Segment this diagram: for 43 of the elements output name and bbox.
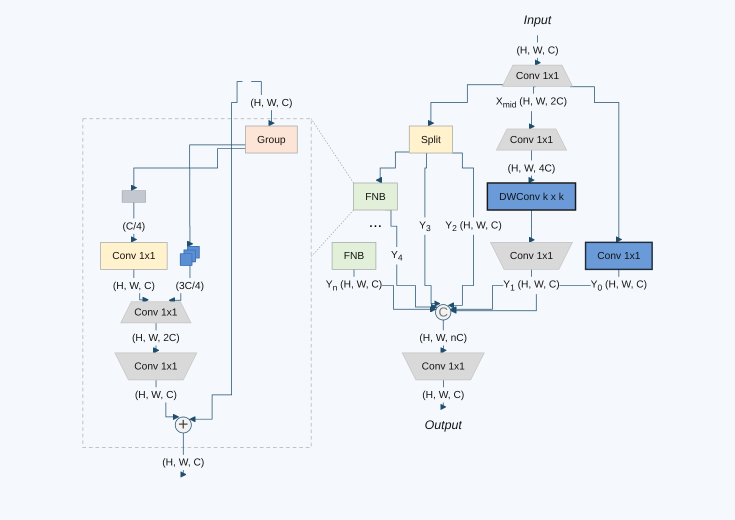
arrow bbox=[189, 81, 243, 422]
node-box: FNB bbox=[332, 242, 376, 270]
ellipsis-mark: ... bbox=[368, 214, 382, 232]
connector bbox=[310, 210, 354, 258]
arrow bbox=[528, 210, 535, 244]
edge-label: Y$_{4}$ bbox=[391, 248, 403, 263]
edge-label: (H, W, C) bbox=[250, 96, 292, 108]
edge-label: Y$_{n}$ (H, W, C) bbox=[326, 278, 382, 293]
edge-label: (H, W, C) bbox=[422, 388, 464, 400]
connector bbox=[310, 118, 354, 184]
edge-label: Y$_{0}$ (H, W, C) bbox=[590, 278, 648, 293]
edge-label: (C/4) bbox=[122, 220, 146, 232]
arrow bbox=[376, 152, 410, 184]
node-box: DWConv k x k bbox=[486, 182, 576, 211]
cluster bbox=[82, 118, 312, 448]
arrow bbox=[186, 148, 246, 248]
edge-label: (H, W, C) bbox=[112, 279, 155, 292]
node-box bbox=[122, 190, 146, 203]
edge-label: (H, W, C) bbox=[516, 44, 558, 56]
edge-label: (H, W, 4C) bbox=[508, 162, 556, 174]
node-circle: C bbox=[435, 304, 452, 320]
arrow bbox=[130, 202, 138, 243]
edge-label: (H, W, C) bbox=[134, 388, 177, 400]
arrow bbox=[130, 144, 246, 191]
edge-label: Y$_{3}$ bbox=[419, 218, 431, 234]
node-box: FNB bbox=[353, 182, 398, 210]
edge-label: (3C/4) bbox=[176, 279, 204, 292]
edge-label: X$_{mid}$ (H, W, 2C) bbox=[496, 95, 568, 110]
node-box: Group bbox=[245, 126, 298, 154]
node-box: Split bbox=[408, 126, 453, 154]
node-text: Input bbox=[524, 12, 552, 27]
arrow bbox=[448, 152, 474, 309]
node-box: Conv 1x1 bbox=[100, 242, 168, 270]
node-text: Output bbox=[424, 418, 462, 432]
edge-label: (H, W, 2C) bbox=[132, 332, 180, 344]
node-box: Conv 1x1 bbox=[584, 242, 653, 270]
edge-label: Y$_{1}$ (H, W, C) bbox=[503, 278, 560, 293]
edge-label: (H, W, C) bbox=[162, 456, 204, 468]
node-circle: + bbox=[174, 416, 192, 434]
edge-label: Y$_{2}$ (H, W, C) bbox=[445, 218, 502, 234]
edge-label: (H, W, nC) bbox=[419, 332, 468, 344]
arrow bbox=[424, 152, 440, 307]
arrow bbox=[428, 84, 504, 126]
